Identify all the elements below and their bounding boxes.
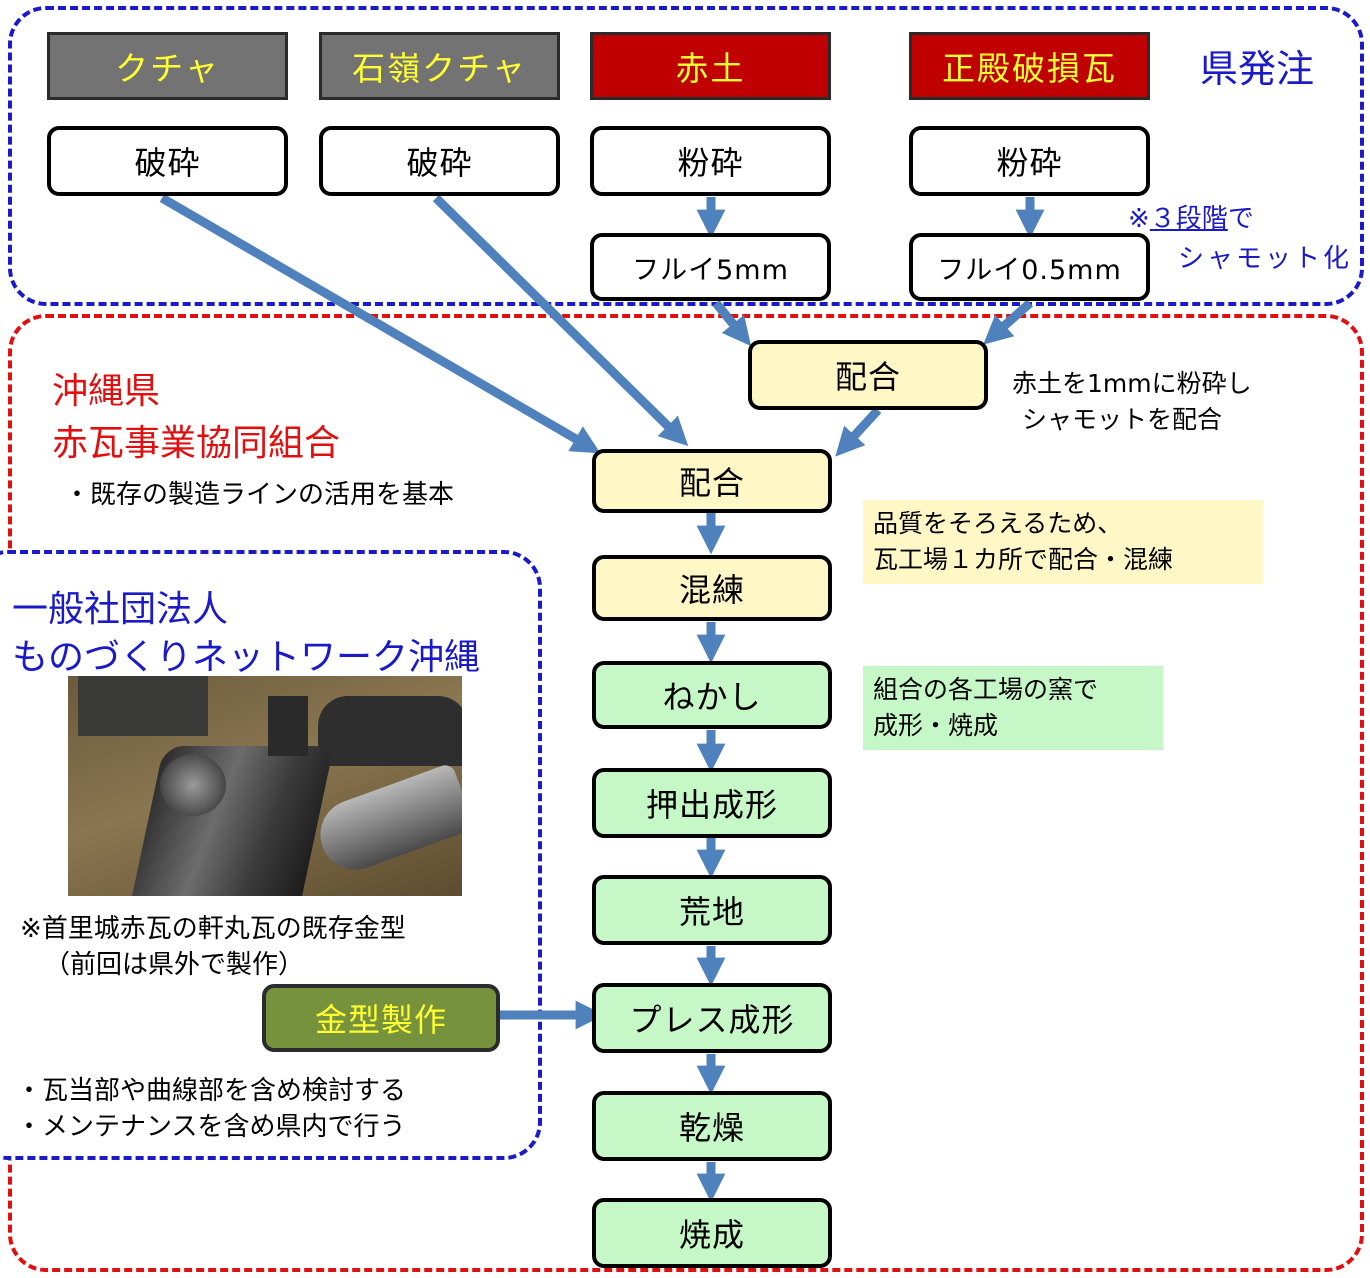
quality-note-line1: 品質をそろえるため、 <box>873 509 1123 538</box>
mold-disc <box>160 754 226 816</box>
kiln-note-line2: 成形・焼成 <box>873 711 999 740</box>
chamotte-note-prefix: ※ <box>1128 204 1150 234</box>
mold-block-right <box>318 696 462 766</box>
mold-photo <box>68 676 462 896</box>
grind-box-akatsuchi: 粉砕 <box>590 126 831 196</box>
photo-caption-line2: （前回は県外で製作） <box>44 950 305 980</box>
chamotte-note-link[interactable]: ３段階 <box>1149 204 1228 234</box>
union-title-line1: 沖縄県 <box>52 371 161 412</box>
blend-top-note-line2: シャモットを配合 <box>1022 405 1223 434</box>
prefecture-region <box>8 6 1364 306</box>
chamotte-note-line2: シャモット化 <box>1178 244 1353 274</box>
prefecture-label: 県発注 <box>1200 47 1315 91</box>
flow-step-blend: 配合 <box>592 449 832 513</box>
blend-top-box: 配合 <box>748 340 988 410</box>
quality-note: 品質をそろえるため、 瓦工場１カ所で配合・混練 <box>863 500 1263 584</box>
mold-making-button[interactable]: 金型製作 <box>262 984 500 1052</box>
flow-step-rough: 荒地 <box>592 875 832 945</box>
crush-box-ishimine: 破砕 <box>319 126 560 196</box>
grind-box-tiles: 粉砕 <box>909 126 1150 196</box>
union-title-line2: 赤瓦事業協同組合 <box>52 423 341 464</box>
flow-step-fire: 焼成 <box>592 1198 832 1268</box>
mold-block-dark <box>78 676 208 736</box>
arrow-sieve5-to-blendtop <box>712 300 752 347</box>
flow-step-knead: 混練 <box>592 555 832 621</box>
header-damaged-tiles: 正殿破損瓦 <box>909 32 1150 100</box>
union-bullet: ・既存の製造ラインの活用を基本 <box>64 480 455 510</box>
kiln-note-line1: 組合の各工場の窯で <box>873 675 1099 704</box>
crush-box-kucha: 破砕 <box>47 126 288 196</box>
blend-top-note-line1: 赤土を1mmに粉砕し <box>1012 369 1252 398</box>
arrow-kucha-to-blend <box>159 194 601 454</box>
header-kucha: クチャ <box>47 32 288 100</box>
sieve-05mm-box: フルイ0.5mm <box>909 233 1150 301</box>
mold-trough <box>132 746 334 896</box>
monodukuri-title-line2: ものづくりネットワーク沖縄 <box>12 637 481 678</box>
kiln-note: 組合の各工場の窯で 成形・焼成 <box>863 666 1163 750</box>
mold-bolt <box>268 696 308 756</box>
flow-step-extrude: 押出成形 <box>592 768 832 838</box>
flow-step-rest: ねかし <box>592 661 832 729</box>
monodukuri-bullet1: ・瓦当部や曲線部を含め検討する <box>16 1076 407 1106</box>
quality-note-line2: 瓦工場１カ所で配合・混練 <box>873 545 1174 574</box>
chamotte-note-suffix: で <box>1227 204 1254 234</box>
arrow-ishimine-to-blend <box>432 194 689 447</box>
flow-step-dry: 乾燥 <box>592 1091 832 1161</box>
chamotte-note-line1: ※３段階で <box>1128 198 1254 235</box>
header-akatsuchi: 赤土 <box>590 32 831 100</box>
photo-caption-line1: ※首里城赤瓦の軒丸瓦の既存金型 <box>20 914 406 944</box>
monodukuri-title-line1: 一般社団法人 <box>12 589 229 630</box>
arrow-sieve05-to-blendtop <box>983 299 1033 345</box>
arrow-blendtop-to-blend <box>835 406 882 457</box>
mold-cylinder-right <box>310 762 462 880</box>
monodukuri-bullet2: ・メンテナンスを含め県内で行う <box>16 1112 406 1142</box>
header-ishimine-kucha: 石嶺クチャ <box>319 32 560 100</box>
flow-step-press: プレス成形 <box>592 983 832 1053</box>
sieve-5mm-box: フルイ5mm <box>590 233 831 301</box>
